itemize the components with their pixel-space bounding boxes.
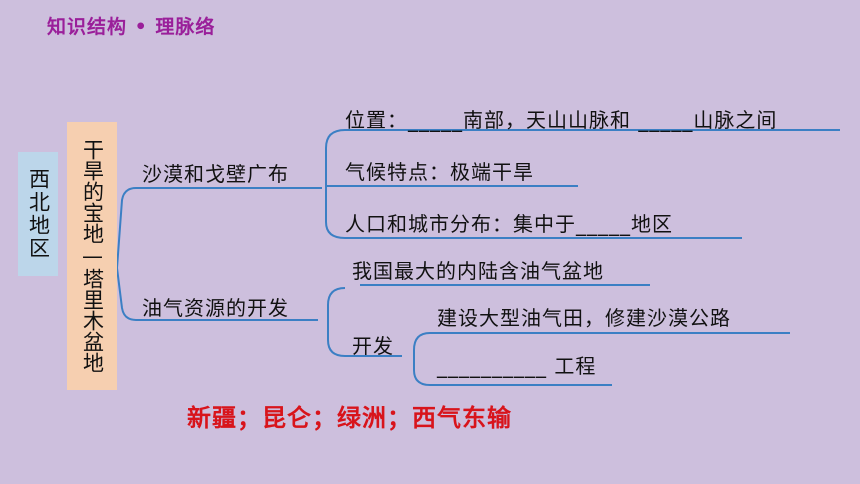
branch1-item-climate: 气候特点：极端干旱 [345,160,534,184]
connector-branch2 [116,267,318,321]
basin-box: 干旱的宝地—塔里木盆地 [67,122,117,390]
branch1-item-population: 人口和城市分布：集中于_____地区 [345,212,673,236]
basin-label: 干旱的宝地—塔里木盆地 [80,139,105,373]
kaifa-label: 开发 [352,334,394,358]
connector-branch1-bracket [325,129,742,239]
region-label: 西北地区 [26,168,51,260]
branch1-item-position: 位置：_____南部，天山山脉和 _____山脉之间 [345,108,778,132]
branch2-label: 油气资源的开发 [142,296,289,320]
kaifa-item-project: __________ 工程 [437,354,597,378]
section-header: 知识结构 • 理脉络 [47,16,216,38]
answer-text: 新疆；昆仑；绿洲；西气东输 [187,404,512,432]
branch1-label: 沙漠和戈壁广布 [142,162,289,186]
connector-kaifa-bracket [413,332,612,386]
branch2-item-oil-basin: 我国最大的内陆含油气盆地 [352,259,604,283]
kaifa-item-oilfield: 建设大型油气田，修建沙漠公路 [437,306,731,330]
connector-branch2-bracket [327,287,402,357]
connector-branch1 [116,187,322,269]
region-box: 西北地区 [18,152,58,276]
